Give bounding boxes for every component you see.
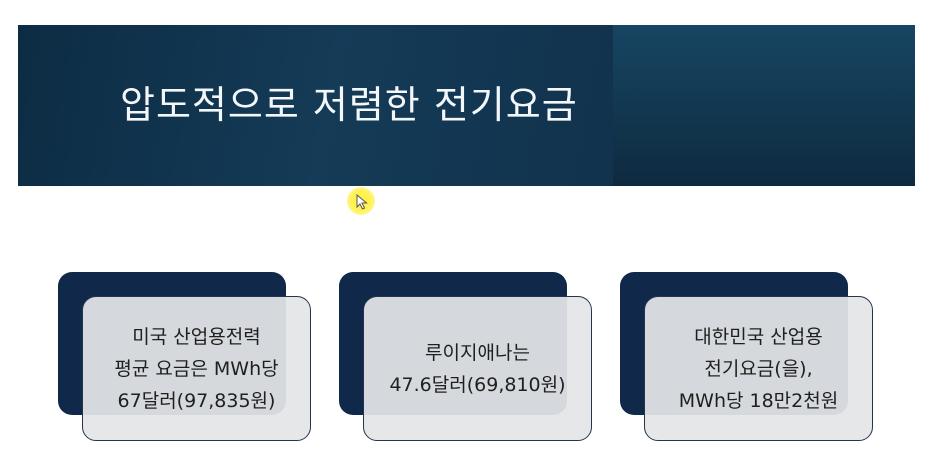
card-text: 대한민국 산업용 전기요금(을), MWh당 18만2천원 [678,325,839,412]
info-card-usa: 미국 산업용전력 평균 요금은 MWh당 67달러(97,835원) [58,272,313,442]
banner-accent-panel [613,25,915,186]
info-card-korea: 대한민국 산업용 전기요금(을), MWh당 18만2천원 [620,272,875,442]
card-content-box: 루이지애나는 47.6달러(69,810원) [363,296,592,441]
mouse-pointer-icon [356,194,368,210]
info-card-louisiana: 루이지애나는 47.6달러(69,810원) [339,272,594,442]
title-banner: 압도적으로 저렴한 전기요금 [18,25,915,186]
card-content-box: 대한민국 산업용 전기요금(을), MWh당 18만2천원 [644,296,873,441]
card-text: 루이지애나는 47.6달러(69,810원) [389,341,566,396]
card-text: 미국 산업용전력 평균 요금은 MWh당 67달러(97,835원) [114,325,279,412]
slide-title: 압도적으로 저렴한 전기요금 [120,83,578,127]
card-content-box: 미국 산업용전력 평균 요금은 MWh당 67달러(97,835원) [82,296,311,441]
